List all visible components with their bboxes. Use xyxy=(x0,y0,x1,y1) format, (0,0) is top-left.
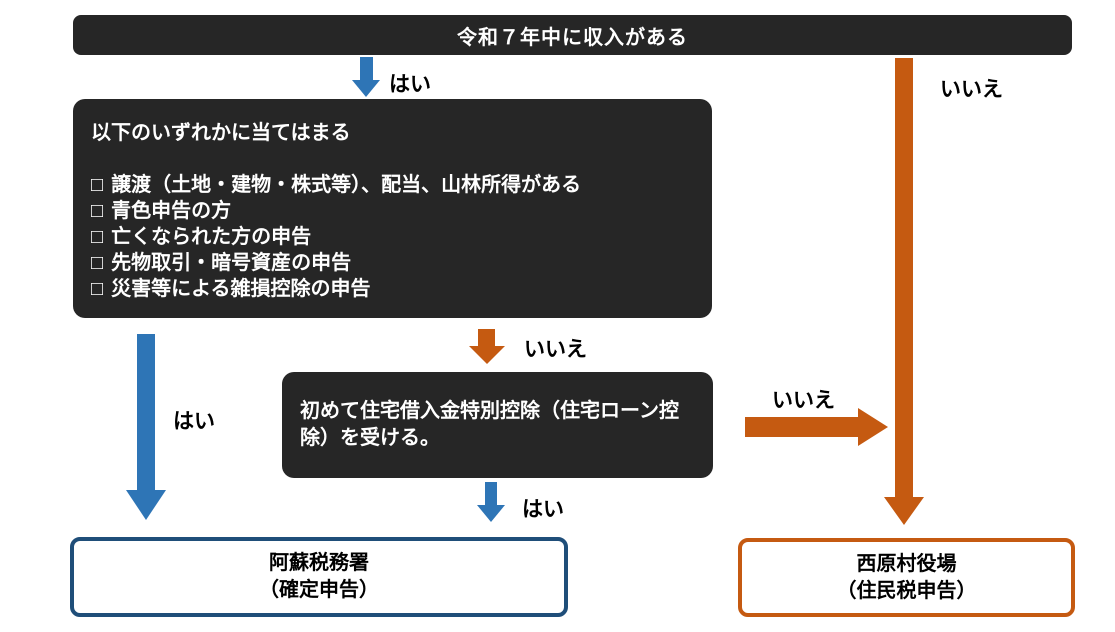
checkbox-icon: □ xyxy=(91,278,104,300)
edge-loan-no-label: いいえ xyxy=(772,389,835,412)
start-node: 令和７年中に収入がある xyxy=(73,15,1072,55)
checklist-item-label: 譲渡（土地・建物・株式等）、配当、山林所得がある xyxy=(111,174,582,196)
arrow-shaft xyxy=(478,329,495,347)
start-node-label: 令和７年中に収入がある xyxy=(457,26,688,49)
checklist-item: □ 災害等による雑損控除の申告 xyxy=(91,276,694,302)
edge-checklist-yes-label: はい xyxy=(173,410,215,433)
edge-loan-yes-label: はい xyxy=(522,498,564,521)
checklist-item-label: 亡くなられた方の申告 xyxy=(111,226,312,248)
edge-start-yes-label: はい xyxy=(389,73,431,96)
arrow-shaft xyxy=(485,482,497,505)
checklist-title: 以下のいずれかに当てはまる xyxy=(91,122,351,144)
checklist-item: □ 譲渡（土地・建物・株式等）、配当、山林所得がある xyxy=(91,172,694,198)
checklist-item: □ 亡くなられた方の申告 xyxy=(91,224,694,250)
checklist-item-label: 青色申告の方 xyxy=(111,200,232,222)
arrow-shaft xyxy=(745,417,858,437)
tax-office-result-node: 阿蘇税務署 （確定申告） xyxy=(70,537,568,617)
arrow-shaft xyxy=(895,58,913,498)
checkbox-icon: □ xyxy=(91,200,104,222)
arrow-head-down-icon xyxy=(126,490,166,520)
loan-question-node: 初めて住宅借入金特別控除（住宅ローン控除）を受ける。 xyxy=(282,372,713,478)
checklist-item: □ 先物取引・暗号資産の申告 xyxy=(91,250,694,276)
village-office-result-node: 西原村役場 （住民税申告） xyxy=(738,538,1075,617)
edge-checklist-no-label: いいえ xyxy=(524,338,587,361)
village-office-note: （住民税申告） xyxy=(836,579,977,602)
checkbox-icon: □ xyxy=(91,252,104,274)
village-office-name: 西原村役場 xyxy=(856,552,957,575)
arrow-shaft xyxy=(137,334,155,491)
checkbox-icon: □ xyxy=(91,174,104,196)
arrow-head-down-icon xyxy=(884,497,924,525)
checklist-node: 以下のいずれかに当てはまる □ 譲渡（土地・建物・株式等）、配当、山林所得がある… xyxy=(73,99,712,318)
checklist-item: □ 青色申告の方 xyxy=(91,198,694,224)
checklist-item-label: 先物取引・暗号資産の申告 xyxy=(111,252,352,274)
arrow-head-down-icon xyxy=(469,346,505,364)
edge-start-no-label: いいえ xyxy=(940,78,1003,101)
loan-question-label: 初めて住宅借入金特別控除（住宅ローン控除）を受ける。 xyxy=(300,400,679,449)
arrow-head-down-icon xyxy=(477,505,505,522)
tax-office-note: （確定申告） xyxy=(259,579,379,601)
arrow-head-down-icon xyxy=(352,80,380,97)
arrow-shaft xyxy=(360,57,373,81)
checklist-item-label: 災害等による雑損控除の申告 xyxy=(111,278,371,300)
checkbox-icon: □ xyxy=(91,226,104,248)
tax-office-name: 阿蘇税務署 xyxy=(269,552,369,574)
arrow-head-right-icon xyxy=(858,408,888,446)
